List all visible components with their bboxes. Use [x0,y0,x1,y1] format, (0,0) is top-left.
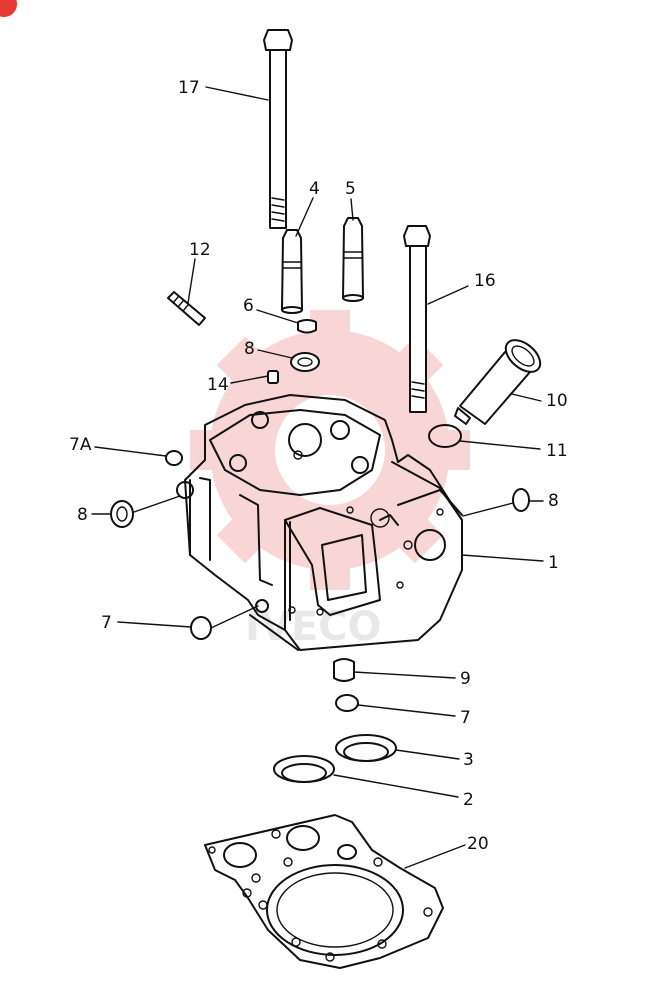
callout-11: 11 [546,441,568,461]
part-17-long-bolt [263,29,293,229]
part-20-head-gasket [204,814,444,969]
part-14-pin [267,370,279,384]
callout-6: 6 [243,296,254,316]
callout-8-top: 8 [244,339,255,359]
callout-1: 1 [548,553,559,573]
callout-5: 5 [345,179,356,199]
part-7-plug-left [190,616,212,640]
part-9-plug [333,658,355,682]
part-7-plug-bottom [335,694,359,712]
callout-2: 2 [463,790,474,810]
part-8-plug-left [110,500,134,528]
callout-16: 16 [474,271,496,291]
part-4-valve-guide [281,229,303,314]
corner-badge-icon [0,0,17,17]
part-12-stud [167,291,206,326]
callout-8-right: 8 [548,491,559,511]
callout-8-left: 8 [77,505,88,525]
part-1-cylinder-head [176,394,463,651]
part-11-o-ring [428,424,462,448]
callout-9: 9 [460,669,471,689]
callout-10: 10 [546,391,568,411]
callout-14: 14 [207,375,229,395]
part-8-plug-right [512,488,530,512]
part-7A-plug [165,450,183,466]
part-16-bolt [403,225,431,413]
callout-7-left: 7 [101,613,112,633]
callout-7A: 7A [69,435,92,455]
callout-7-bottom: 7 [460,708,471,728]
part-8-ring-top [290,352,320,372]
part-2-valve-seat [273,755,335,783]
callout-3: 3 [463,750,474,770]
part-10-injector-sleeve [454,339,542,425]
leader-lines [91,86,544,869]
part-6-cap [297,319,317,334]
callout-4: 4 [309,179,320,199]
part-3-valve-seat [335,734,397,762]
callout-12: 12 [189,240,211,260]
callout-17: 17 [178,78,200,98]
part-5-valve-guide [342,217,364,302]
callout-20: 20 [467,834,489,854]
